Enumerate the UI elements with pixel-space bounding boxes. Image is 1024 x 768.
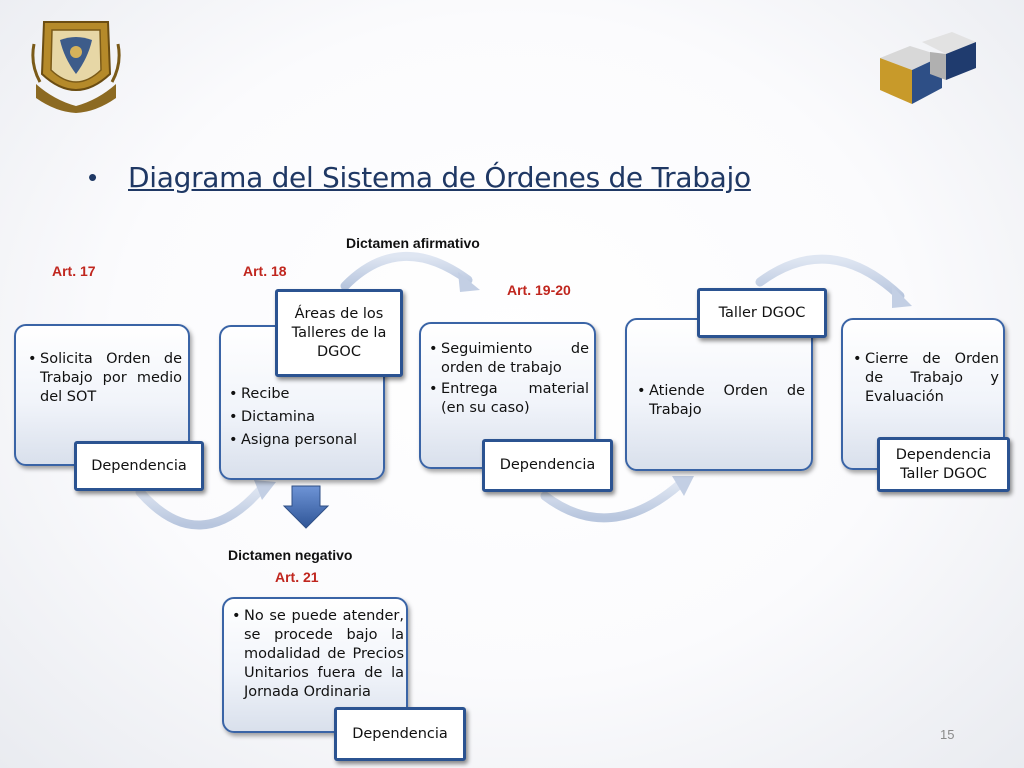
arrowhead-1	[254, 480, 276, 500]
step-3-bullets: Seguimiento de orden de trabajo Entrega …	[429, 340, 589, 418]
step-2-bullets: Recibe Dictamina Asigna personal	[229, 385, 379, 450]
slide-title: Diagrama del Sistema de Órdenes de Traba…	[128, 160, 751, 194]
arc-step3-to-step4	[540, 479, 685, 523]
step-2-tag: Áreas de los Talleres de la DGOC	[275, 289, 403, 377]
step-2-bullet-1: Recibe	[229, 385, 379, 404]
step-1-bullets: Solicita Orden de Trabajo por medio del …	[28, 350, 182, 407]
step-5-bullets: Cierre de Orden de Trabajo y Evaluación	[853, 350, 999, 407]
arc-step4-to-step5	[755, 254, 905, 301]
arc-step2-to-step3	[340, 251, 473, 291]
label-art-18: Art. 18	[243, 263, 287, 279]
step-4-tag: Taller DGOC	[697, 288, 827, 338]
arc-step1-to-step2	[135, 483, 267, 530]
slide-title-row: • Diagrama del Sistema de Órdenes de Tra…	[88, 155, 808, 199]
label-art-21: Art. 21	[275, 569, 319, 585]
negative-tag: Dependencia	[334, 707, 466, 761]
step-3-bullet-1: Seguimiento de orden de trabajo	[429, 340, 589, 378]
university-crest-logo	[30, 14, 122, 114]
institution-cube-logo	[872, 28, 982, 106]
step-2-bullet-2: Dictamina	[229, 408, 379, 427]
step-4-bullet: Atiende Orden de Trabajo	[637, 382, 805, 420]
label-art-19-20: Art. 19-20	[507, 282, 571, 298]
step-5-bullet: Cierre de Orden de Trabajo y Evaluación	[853, 350, 999, 407]
step-1-bullet: Solicita Orden de Trabajo por medio del …	[28, 350, 182, 407]
label-dictamen-afirmativo: Dictamen afirmativo	[346, 235, 480, 251]
page-number: 15	[940, 727, 955, 742]
arrowhead-4	[892, 286, 912, 308]
label-dictamen-negativo: Dictamen negativo	[228, 547, 353, 563]
step-1-tag: Dependencia	[74, 441, 204, 491]
step-4-bullets: Atiende Orden de Trabajo	[637, 382, 805, 420]
negative-bullets: No se puede atender, se procede bajo la …	[232, 607, 404, 702]
step-5-tag: Dependencia Taller DGOC	[877, 437, 1010, 492]
step-3-tag: Dependencia	[482, 439, 613, 492]
step-4-card: Atiende Orden de Trabajo	[625, 318, 813, 471]
arrowhead-2	[458, 272, 480, 292]
down-arrow	[282, 485, 330, 529]
title-bullet: •	[88, 161, 98, 192]
negative-bullet: No se puede atender, se procede bajo la …	[232, 607, 404, 702]
step-3-bullet-2: Entrega material (en su caso)	[429, 380, 589, 418]
step-2-bullet-3: Asigna personal	[229, 431, 379, 450]
label-art-17: Art. 17	[52, 263, 96, 279]
arrowhead-3	[672, 476, 694, 496]
